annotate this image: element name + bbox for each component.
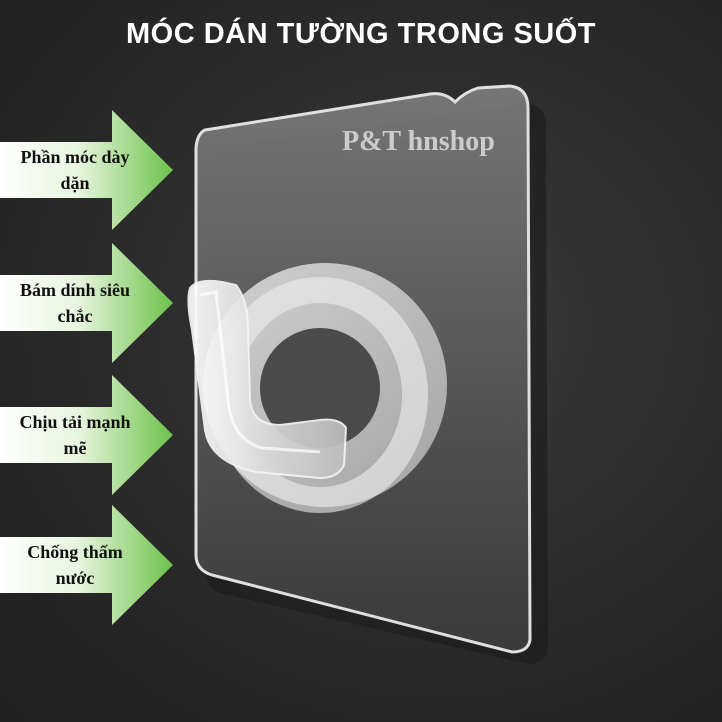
feature-label: Chống thấm nước [27, 542, 123, 588]
feature-label: Bám dính siêu chắc [19, 280, 131, 326]
feature-arrow: Chịu tải mạnh mẽ [0, 375, 175, 495]
page-title: MÓC DÁN TƯỜNG TRONG SUỐT [126, 18, 596, 50]
feature-label: Chịu tải mạnh mẽ [19, 412, 131, 458]
feature-arrow: Phần móc dày dặn [0, 110, 175, 230]
feature-arrow: Bám dính siêu chắc [0, 243, 175, 363]
feature-label: Phần móc dày dặn [20, 147, 130, 193]
watermark: P&T hnshop [342, 126, 495, 157]
feature-arrow: Chống thấm nước [0, 505, 175, 625]
